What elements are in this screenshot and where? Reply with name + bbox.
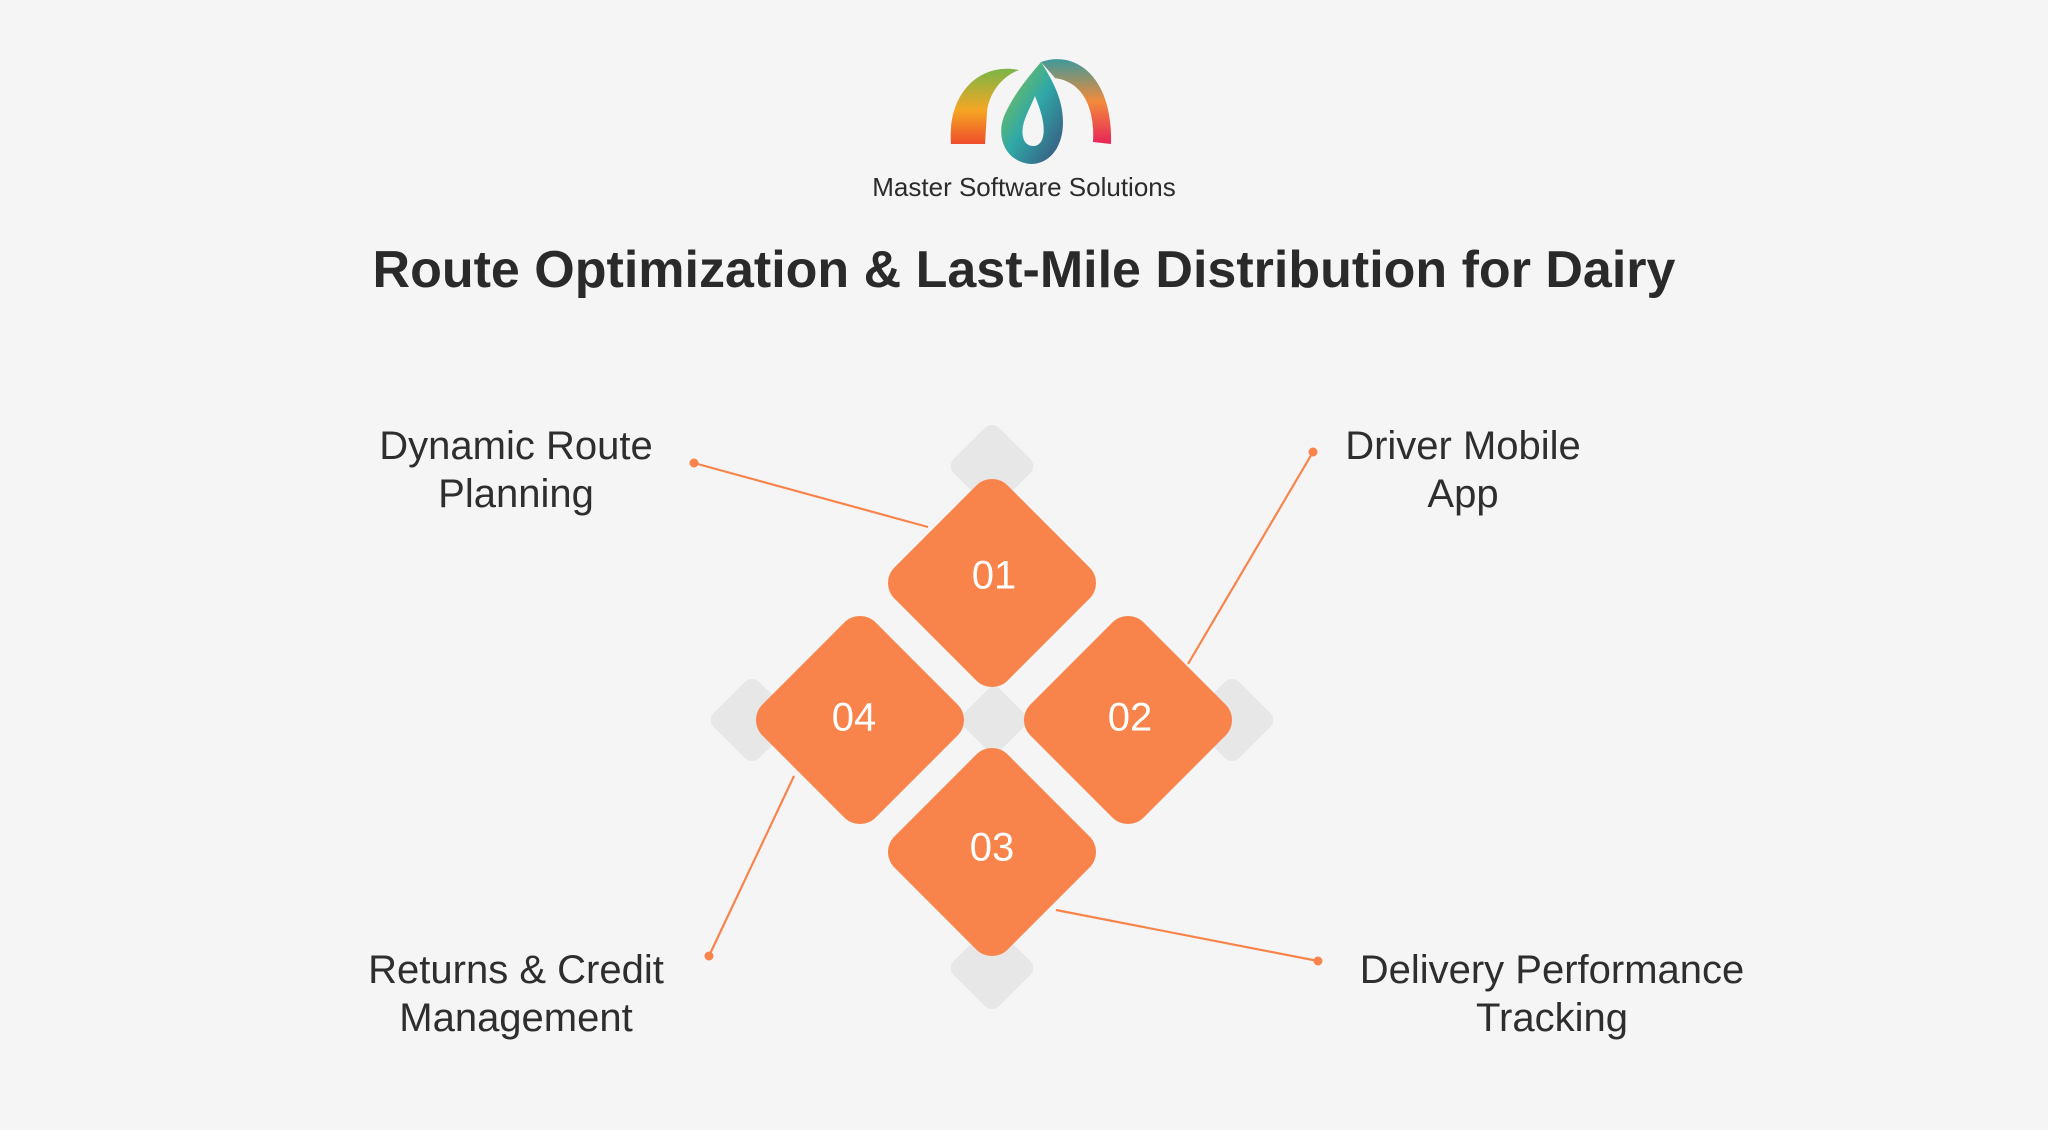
step-number-04: 04: [832, 696, 877, 740]
step-diamond-01: 01: [887, 478, 1097, 688]
company-name: Master Software Solutions: [872, 172, 1176, 202]
step-label-04: Returns & Credit Management: [368, 948, 664, 1040]
connector-01-dot: [689, 458, 699, 468]
backdrop-diamond-bottom: [950, 926, 1034, 1010]
step-label-01: Dynamic Route Planning: [379, 424, 653, 516]
step-diamond-04: 04: [755, 615, 965, 825]
step-diamond-03: 03: [887, 747, 1097, 957]
backdrop-diamond-top: [950, 424, 1034, 508]
step-label-03: Delivery Performance Tracking: [1359, 948, 1745, 1040]
step-number-02: 02: [1108, 696, 1153, 740]
step-number-03: 03: [970, 826, 1015, 870]
connector-02-dot: [1308, 447, 1318, 457]
connector-04-dot: [704, 951, 714, 961]
page-title: Route Optimization & Last-Mile Distribut…: [372, 241, 1676, 299]
company-logo: [950, 59, 1112, 164]
connector-02: [1187, 451, 1314, 665]
connector-04: [708, 775, 795, 957]
step-label-02: Driver Mobile App: [1345, 424, 1581, 516]
connector-01: [693, 461, 929, 529]
connector-03: [1055, 908, 1319, 963]
step-number-01: 01: [972, 554, 1017, 598]
backdrop-diamond-center: [960, 686, 1028, 754]
connector-03-dot: [1313, 956, 1323, 966]
step-diamond-02: 02: [1023, 615, 1233, 825]
